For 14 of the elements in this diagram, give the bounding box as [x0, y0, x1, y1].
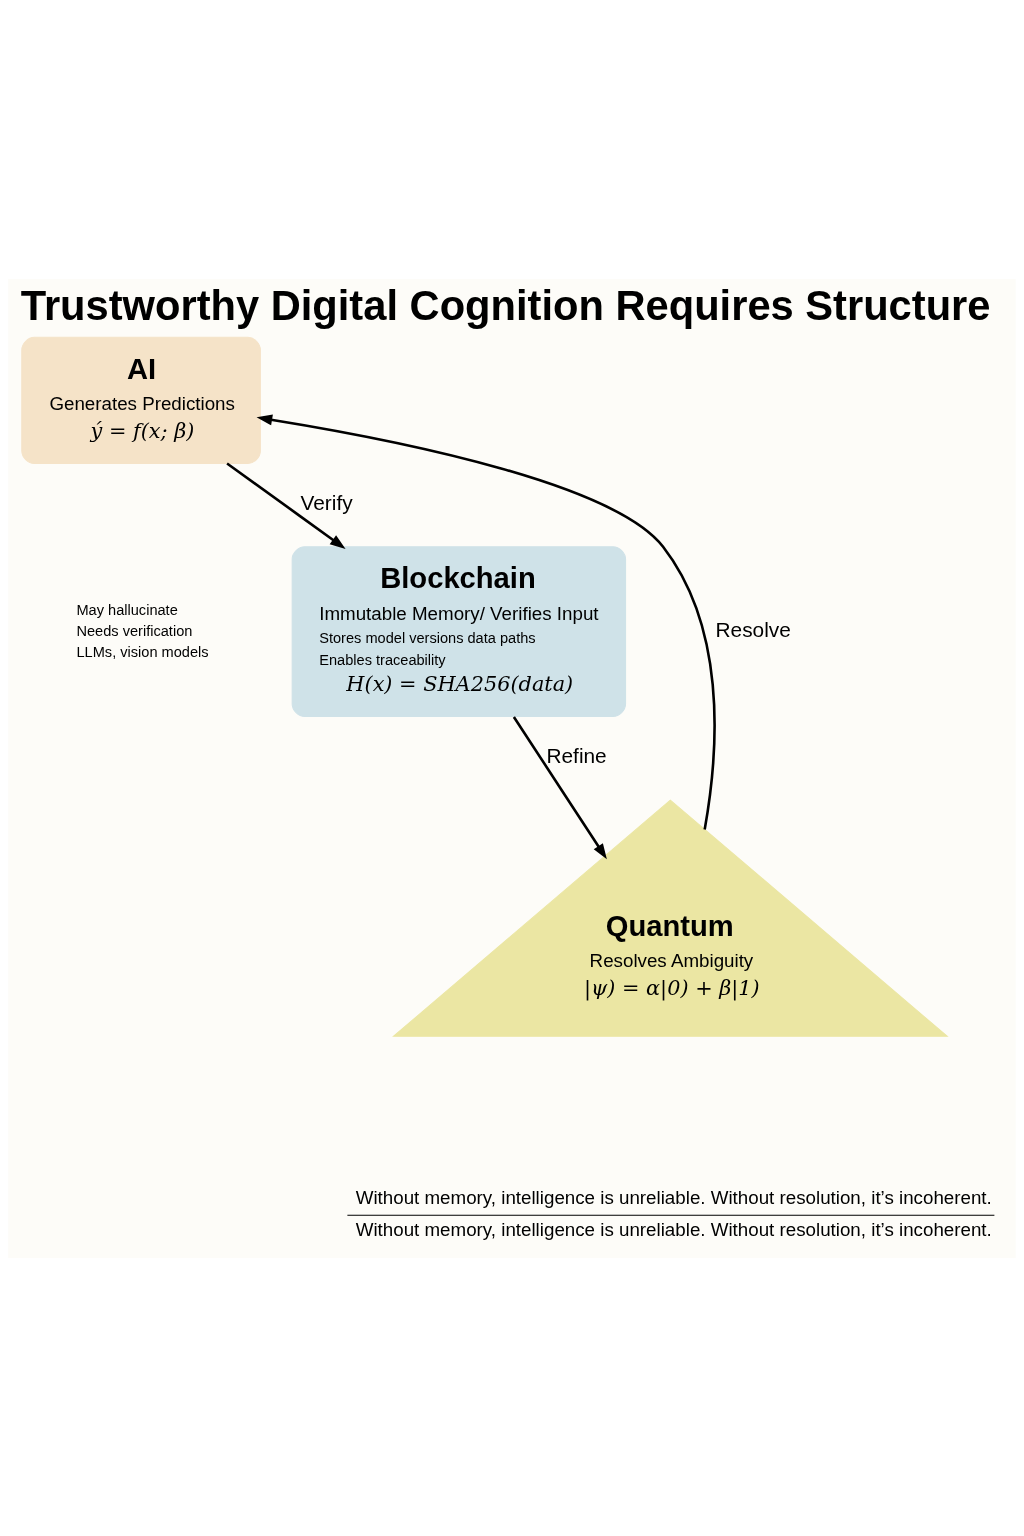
edge-label: Verify: [300, 490, 353, 514]
node-box: AI Generates Predictions ý = f(x; β): [21, 336, 261, 464]
arrow: [256, 413, 716, 830]
edge-label: Resolve: [715, 617, 791, 641]
edge-label: Refine: [546, 743, 607, 767]
label: Without memory, intelligence is unreliable. Without resolution, it’s incoherent.: [355, 1186, 992, 1208]
node-box: Blockchain Immutable Memory/ Verifies Input Stores model versions data paths Enables traceability H(x) = SHA256(data): [291, 545, 627, 717]
node-label: LLMs, vision models: [76, 643, 209, 660]
arrow: [226, 461, 346, 549]
node-label: Needs verification: [76, 622, 193, 639]
arrow: [512, 715, 607, 859]
node-label: May hallucinate: [76, 601, 178, 618]
label: Without memory, intelligence is unreliable. Without resolution, it’s incoherent.: [355, 1218, 992, 1239]
diagram-title: Trustworthy Digital Cognition Requires Structure: [20, 281, 991, 329]
